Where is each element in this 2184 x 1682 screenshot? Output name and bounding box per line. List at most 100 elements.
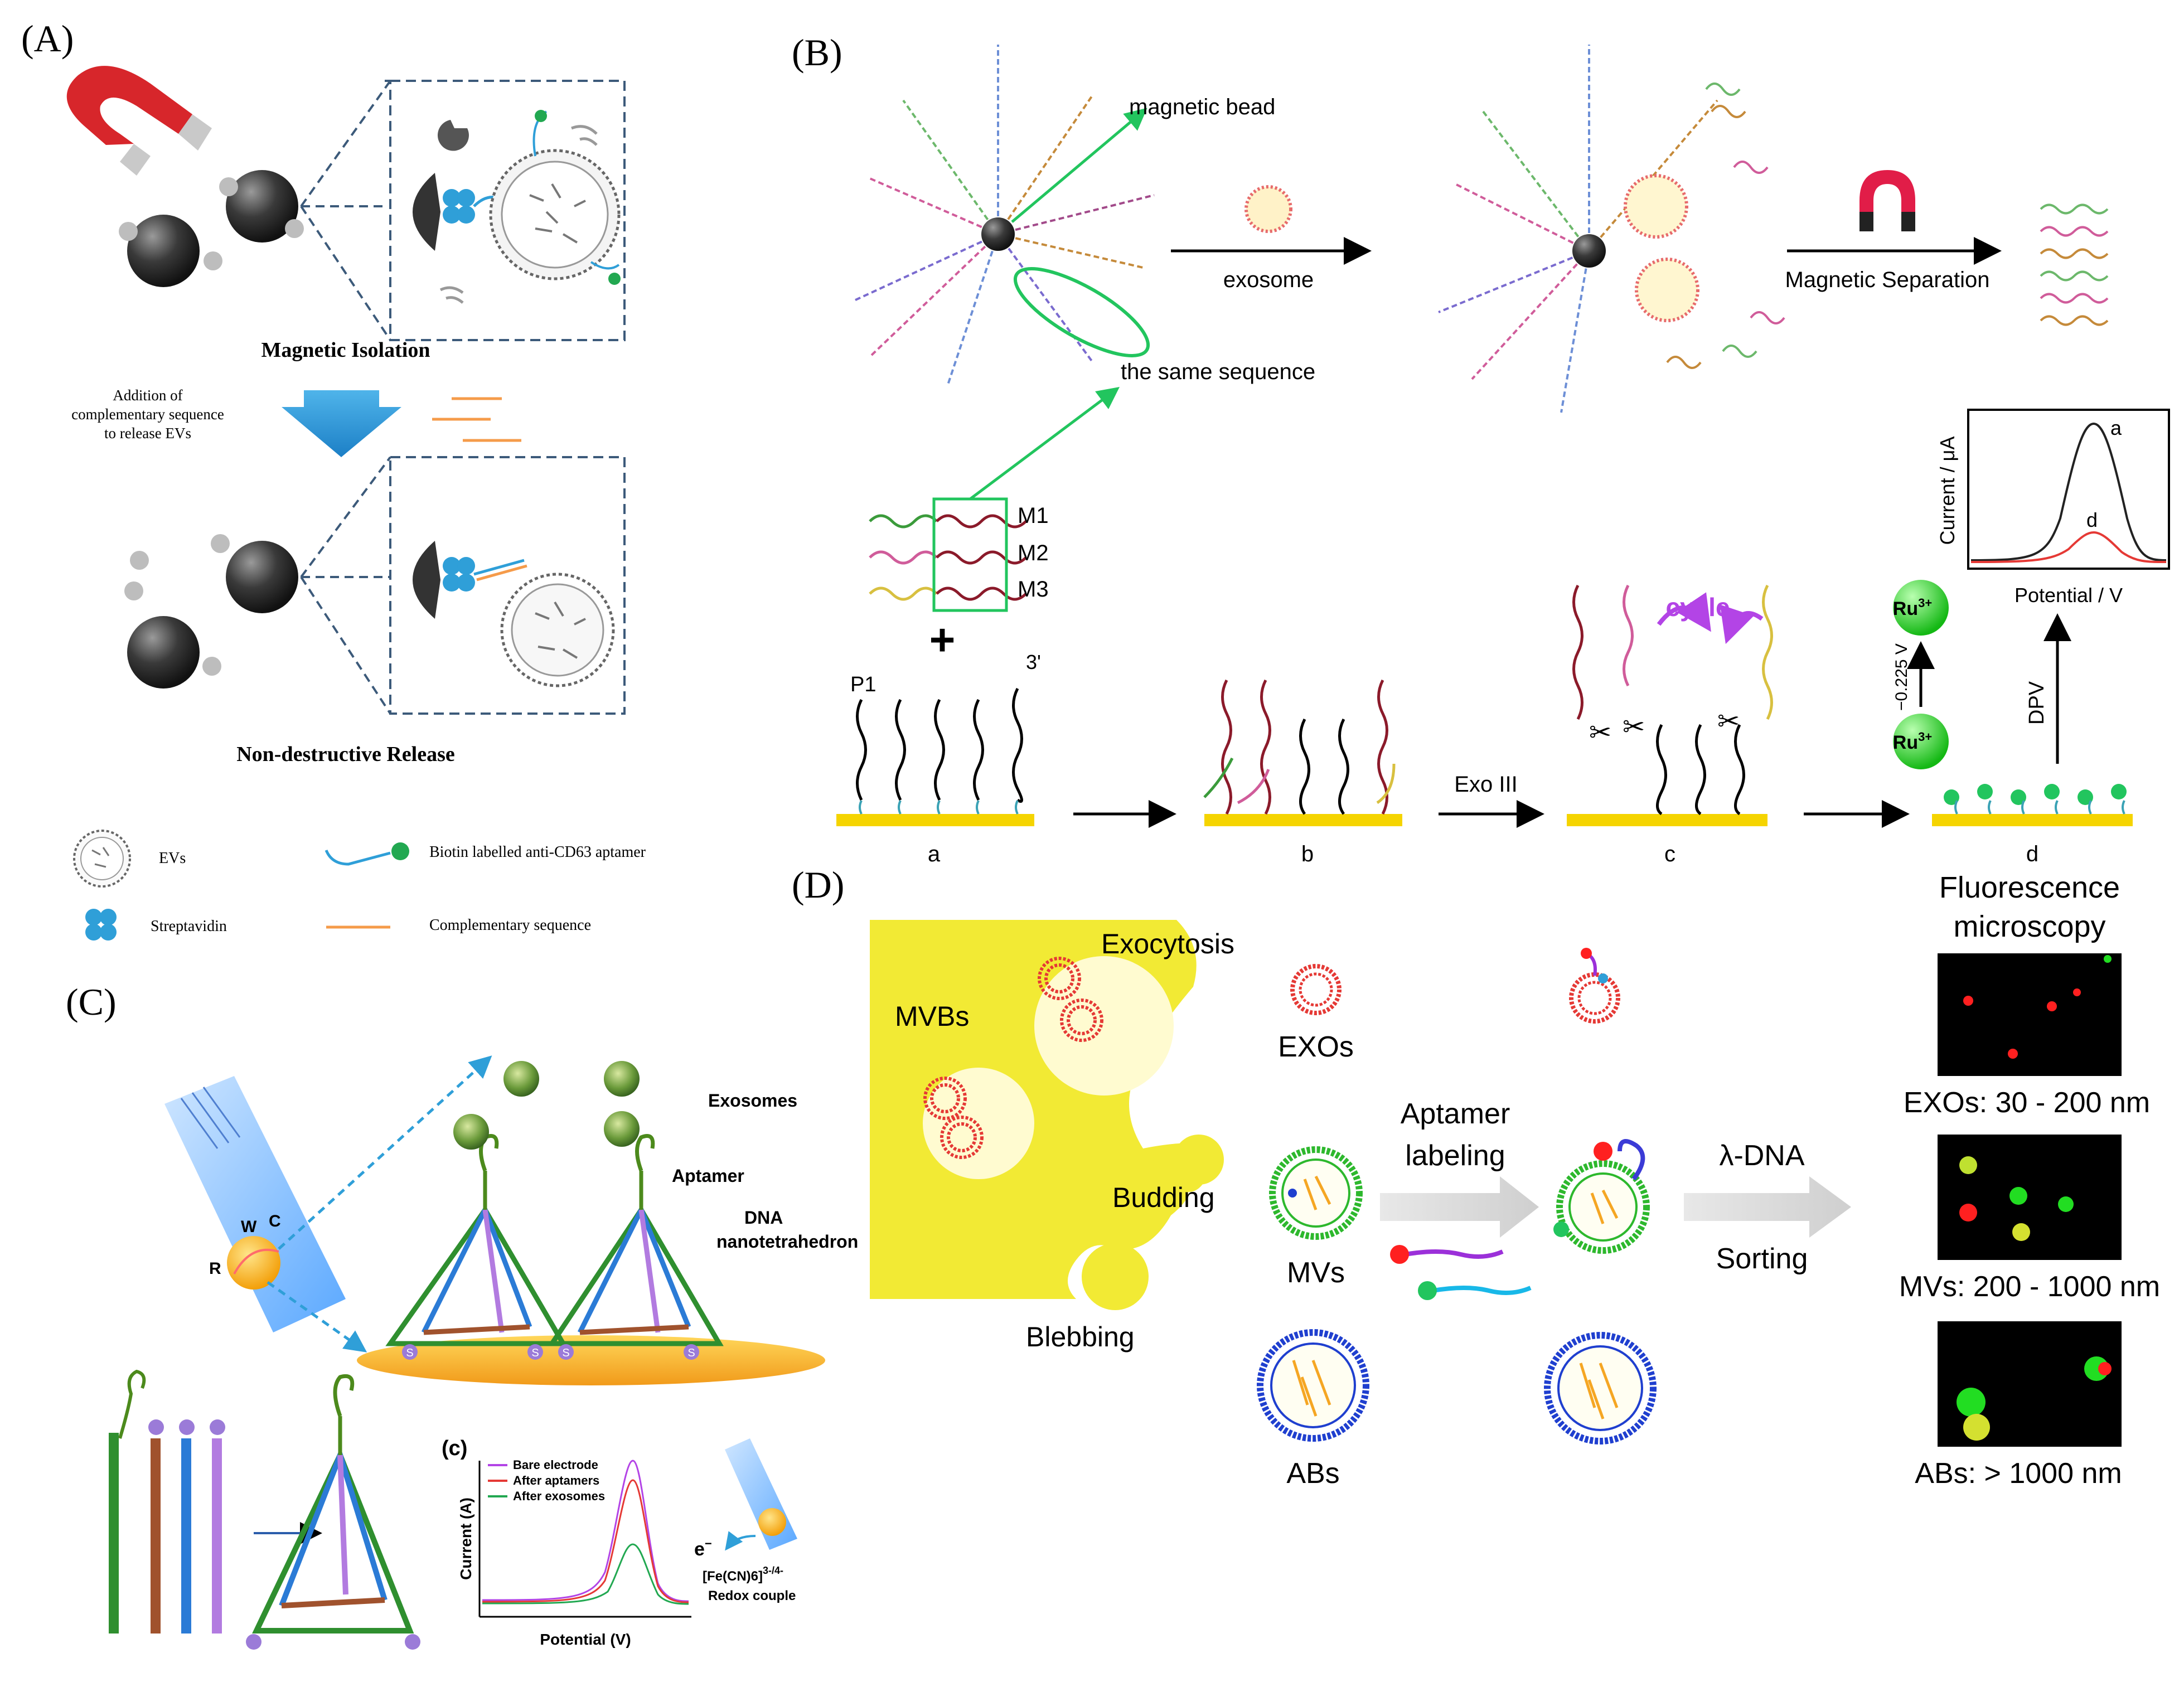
addition-text-l3: to release EVs bbox=[104, 425, 191, 442]
electrode-w-label: W bbox=[241, 1218, 257, 1236]
mv-icon bbox=[1269, 1146, 1363, 1240]
s-label-3: S bbox=[562, 1347, 569, 1359]
exocytosis-label: Exocytosis bbox=[1101, 928, 1234, 959]
extracellular-vesicle-icon bbox=[489, 149, 621, 280]
thiol-anchors: S S S S bbox=[402, 1344, 699, 1360]
cv-inset-plot: (c) Bare electrode After aptamers After … bbox=[442, 1437, 797, 1648]
budding-label: Budding bbox=[1112, 1182, 1215, 1213]
micrograph-exos bbox=[1938, 953, 2122, 1076]
dna-label-l1: DNA bbox=[744, 1208, 783, 1228]
magnetic-separation-label: Magnetic Separation bbox=[1785, 268, 1990, 292]
ru-top-icon bbox=[1893, 580, 1949, 636]
s-label-4: S bbox=[687, 1347, 695, 1359]
panel-a: (A) bbox=[21, 17, 646, 941]
s-label-2: S bbox=[531, 1347, 539, 1359]
mvs-label: MVs bbox=[1287, 1257, 1345, 1289]
blebbing-label: Blebbing bbox=[1026, 1321, 1135, 1353]
legend-aptamer-icon bbox=[325, 849, 391, 866]
gold-electrode-surface bbox=[357, 1335, 825, 1385]
fluorescence-label-l1: Fluorescence bbox=[1939, 871, 2120, 904]
step-b-electrode bbox=[1203, 679, 1402, 826]
dpv-label: DPV bbox=[2025, 681, 2049, 725]
redox-label-l2: Redox couple bbox=[708, 1588, 796, 1603]
ru-bottom-icon bbox=[1893, 714, 1949, 769]
legend-evs-label: EVs bbox=[159, 850, 186, 867]
aptamer-label-l1: Aptamer bbox=[1401, 1098, 1510, 1130]
fluorescence-label-l2: microscopy bbox=[1953, 910, 2105, 943]
p1-label: P1 bbox=[850, 673, 876, 696]
electrode-probe-icon bbox=[164, 1076, 346, 1332]
complementary-sequence-lines bbox=[432, 397, 521, 442]
m1-label: M1 bbox=[1018, 503, 1049, 528]
size-exos-label: EXOs: 30 - 200 nm bbox=[1904, 1087, 2150, 1119]
ab-icon bbox=[1257, 1329, 1369, 1442]
addition-text-l1: Addition of bbox=[113, 387, 182, 404]
electrode-c-label: C bbox=[269, 1212, 281, 1230]
m2-label: M2 bbox=[1018, 541, 1049, 565]
zoom-box-bottom bbox=[389, 456, 626, 715]
plus-sign: + bbox=[929, 615, 956, 665]
assembled-tetrahedron bbox=[246, 1374, 420, 1650]
aptamer-label: Aptamer bbox=[672, 1166, 744, 1186]
electron-label: e− bbox=[694, 1536, 712, 1560]
target-strands-m bbox=[869, 514, 1027, 601]
magnetic-beads-top bbox=[119, 170, 304, 287]
streptavidin-icon bbox=[443, 189, 475, 224]
lambda-label-l1: λ-DNA bbox=[1719, 1140, 1804, 1172]
panel-a-label: (A) bbox=[21, 17, 74, 60]
lambda-label-l2: Sorting bbox=[1716, 1243, 1808, 1275]
plot-ylabel: Current / μA bbox=[1936, 437, 1959, 545]
inset-ylabel: Current (A) bbox=[457, 1497, 474, 1580]
inset-xlabel: Potential (V) bbox=[540, 1631, 631, 1648]
legend-exosomes: After exosomes bbox=[513, 1489, 605, 1503]
panel-a-legend: EVs Streptavidin Biotin labelled anti-CD… bbox=[73, 830, 646, 941]
dna-tetrahedron-1 bbox=[385, 1134, 568, 1346]
exosomes-label: Exosomes bbox=[708, 1090, 797, 1111]
m3-label: M3 bbox=[1018, 577, 1049, 602]
legend-complementary-label: Complementary sequence bbox=[429, 917, 591, 934]
bead-with-exosomes bbox=[1438, 45, 1718, 413]
step-d-label: d bbox=[2026, 842, 2038, 866]
panel-b: (B) magnetic bead the same sequence exos… bbox=[792, 31, 2170, 866]
size-abs-label: ABs: > 1000 nm bbox=[1915, 1457, 2122, 1490]
panel-d-label: (D) bbox=[792, 864, 844, 906]
same-sequence-label: the same sequence bbox=[1121, 360, 1315, 384]
panel-c-label: (C) bbox=[66, 981, 117, 1023]
ru-bottom-label: Ru3+ bbox=[1893, 730, 1932, 753]
scissors-icon: ✂ bbox=[1589, 717, 1611, 748]
magnetic-bead-label: magnetic bead bbox=[1129, 95, 1275, 119]
same-sequence-highlight bbox=[1013, 267, 1150, 357]
sorting-arrow-icon bbox=[1684, 1176, 1851, 1238]
step-a-electrode bbox=[836, 687, 1034, 826]
redox-label: [Fe(CN)6]3-/4- bbox=[703, 1565, 783, 1584]
magnetic-bead bbox=[981, 217, 1015, 251]
legend-aptamers: After aptamers bbox=[513, 1473, 599, 1487]
non-destructive-release-label: Non-destructive Release bbox=[236, 743, 455, 766]
zoom-box-top bbox=[389, 80, 626, 341]
legend-aptamer-label: Biotin labelled anti-CD63 aptamer bbox=[429, 844, 646, 861]
s-label-1: S bbox=[406, 1347, 413, 1359]
exos-label: EXOs bbox=[1278, 1031, 1354, 1063]
exosome-particles bbox=[453, 1061, 640, 1150]
exosome-icon bbox=[1244, 185, 1292, 233]
step-c-electrode: ✂ ✂ ✂ bbox=[1567, 584, 1773, 826]
step-a-label: a bbox=[928, 842, 941, 866]
electrode-r-label: R bbox=[209, 1259, 221, 1278]
panel-d: (D) Exocytosis MVBs Budding Blebbing EXO… bbox=[792, 864, 2160, 1490]
magnetic-bead-with-probes bbox=[853, 45, 1155, 385]
dpv-plot: a d Current / μA Potential / V bbox=[1936, 409, 2170, 607]
panel-c: (C) R W C bbox=[66, 981, 858, 1650]
scissors-icon-3: ✂ bbox=[1717, 706, 1740, 737]
exo3-label: Exo III bbox=[1454, 772, 1517, 797]
magnetic-beads-bottom bbox=[124, 534, 298, 689]
legend-bare: Bare electrode bbox=[513, 1458, 598, 1472]
dna-strands bbox=[109, 1369, 225, 1633]
scissors-icon-2: ✂ bbox=[1623, 711, 1645, 743]
curve-a-label: a bbox=[2110, 416, 2122, 439]
labeling-arrow-icon bbox=[1380, 1176, 1539, 1238]
micrograph-mvs bbox=[1938, 1135, 2122, 1260]
horseshoe-magnet-icon bbox=[66, 66, 212, 176]
ru-top-label: Ru3+ bbox=[1893, 596, 1932, 619]
dna-label-l2: nanotetrahedron bbox=[716, 1232, 858, 1252]
